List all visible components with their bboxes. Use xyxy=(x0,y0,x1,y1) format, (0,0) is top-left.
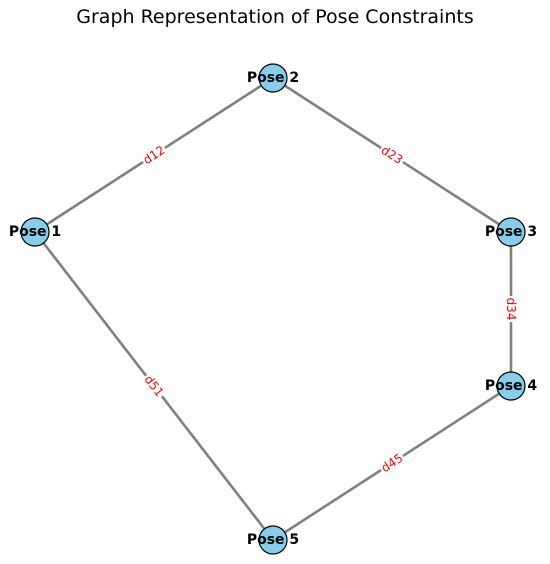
edge-label-d12: d12 xyxy=(138,141,170,169)
node-p5: Pose 5 xyxy=(247,525,299,555)
node-label: Pose 2 xyxy=(247,70,299,86)
edge-label-d45: d45 xyxy=(376,449,408,477)
node-label: Pose 1 xyxy=(9,224,61,240)
diagram-title: Graph Representation of Pose Constraints xyxy=(76,6,474,28)
node-circle xyxy=(258,63,288,93)
node-p1: Pose 1 xyxy=(9,217,61,247)
node-circle xyxy=(496,217,526,247)
node-p3: Pose 3 xyxy=(485,217,537,247)
edge-label-background xyxy=(376,141,408,169)
node-p2: Pose 2 xyxy=(247,63,299,93)
edge-label-background xyxy=(138,141,170,169)
node-p4: Pose 4 xyxy=(485,371,538,401)
node-circle xyxy=(20,217,50,247)
edge-label-d34: d34 xyxy=(503,296,519,322)
node-label: Pose 5 xyxy=(247,532,299,548)
edge-label-background xyxy=(376,449,408,477)
node-label: Pose 3 xyxy=(485,224,537,240)
edges-layer xyxy=(33,76,513,542)
edge-labels-layer: d12 d23 d34 d45 d51 xyxy=(138,141,519,477)
nodes-layer: Pose 1 Pose 2 Pose 3 Pose 4 Pose 5 xyxy=(9,63,538,555)
edge-label-d23: d23 xyxy=(376,141,408,169)
node-label: Pose 4 xyxy=(485,378,538,394)
edge-label-d51: d51 xyxy=(139,370,169,402)
node-circle xyxy=(496,371,526,401)
edge-label-background xyxy=(503,296,519,322)
edge-label-text: d34 xyxy=(504,298,518,321)
node-circle xyxy=(258,525,288,555)
edge-label-background xyxy=(139,370,169,402)
